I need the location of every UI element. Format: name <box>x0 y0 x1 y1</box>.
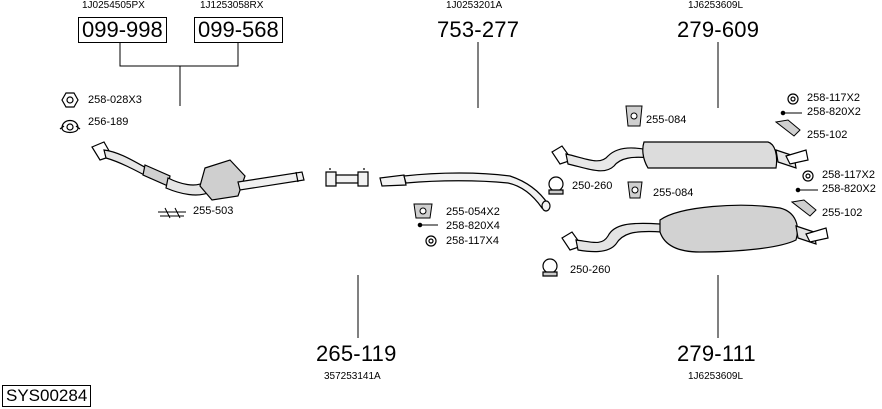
clamp-cat-icon <box>158 207 186 219</box>
nut-label[interactable]: 258-028X3 <box>88 94 142 106</box>
rear-muffler-top-part-number[interactable]: 279-609 <box>677 17 760 42</box>
catalyst-part-number-2[interactable]: 099-568 <box>194 17 283 43</box>
catalyst-drawing <box>91 141 305 201</box>
bolt-top-label[interactable]: 258-820X2 <box>807 106 861 118</box>
hanger-bottom-label[interactable]: 255-084 <box>653 187 694 199</box>
front-pipe-part-number[interactable]: 753-277 <box>437 17 520 42</box>
rear-muffler-top-oem-ref: 1J6253609L <box>688 0 744 11</box>
front-pipe-drawing <box>325 168 551 212</box>
middle-pipe-oem-ref: 357253141A <box>324 371 381 382</box>
clamp-top-label[interactable]: 250-260 <box>572 180 613 192</box>
clamp-bottom-icon <box>542 258 558 277</box>
rear-muffler-bottom-oem-ref: 1J6253609L <box>688 371 744 382</box>
washer-top-icon <box>787 93 799 105</box>
bolt-bottom-label[interactable]: 258-820X2 <box>822 183 876 195</box>
leader-catalyst <box>119 43 239 106</box>
catalyst-oem-ref-1: 1J0254505PX <box>82 0 145 11</box>
bolt-mid-icon <box>417 222 438 228</box>
hanger-bottom-icon <box>627 181 643 199</box>
catalyst-part-number-1[interactable]: 099-998 <box>78 17 167 43</box>
hanger-top-icon <box>625 105 643 127</box>
hanger-top-right-icon <box>774 119 801 137</box>
rear-muffler-bottom-drawing <box>561 204 829 253</box>
nut-icon <box>61 92 79 108</box>
bolt-bottom-icon <box>795 187 818 193</box>
washer-bottom-label[interactable]: 258-117X2 <box>822 169 876 181</box>
bolt-mid-label[interactable]: 258-820X4 <box>446 220 500 232</box>
hanger-top-label[interactable]: 255-084 <box>646 114 687 126</box>
hanger-bottom-right-label[interactable]: 255-102 <box>822 207 863 219</box>
rubber-mid-label[interactable]: 255-054X2 <box>446 206 500 218</box>
clamp-top-icon <box>548 176 564 195</box>
rubber-mid-icon <box>413 203 433 219</box>
middle-pipe-part-number[interactable]: 265-119 <box>316 341 397 366</box>
gasket-label[interactable]: 256-189 <box>88 116 129 128</box>
rear-muffler-bottom-part-number[interactable]: 279-111 <box>677 341 756 366</box>
rear-muffler-top-drawing <box>551 141 809 172</box>
washer-mid-label[interactable]: 258-117X4 <box>446 235 500 247</box>
catalyst-oem-ref-2: 1J1253058RX <box>200 0 264 11</box>
system-id-badge: SYS00284 <box>2 385 92 407</box>
washer-top-label[interactable]: 258-117X2 <box>807 92 861 104</box>
clamp-cat-label[interactable]: 255-503 <box>193 205 234 217</box>
hanger-bottom-right-icon <box>790 199 817 217</box>
washer-bottom-icon <box>802 170 814 182</box>
bolt-top-icon <box>780 110 802 116</box>
clamp-bottom-label[interactable]: 250-260 <box>570 264 611 276</box>
front-pipe-oem-ref: 1J0253201A <box>446 0 503 11</box>
washer-mid-icon <box>425 235 437 247</box>
gasket-icon <box>59 119 81 134</box>
hanger-top-right-label[interactable]: 255-102 <box>807 129 848 141</box>
